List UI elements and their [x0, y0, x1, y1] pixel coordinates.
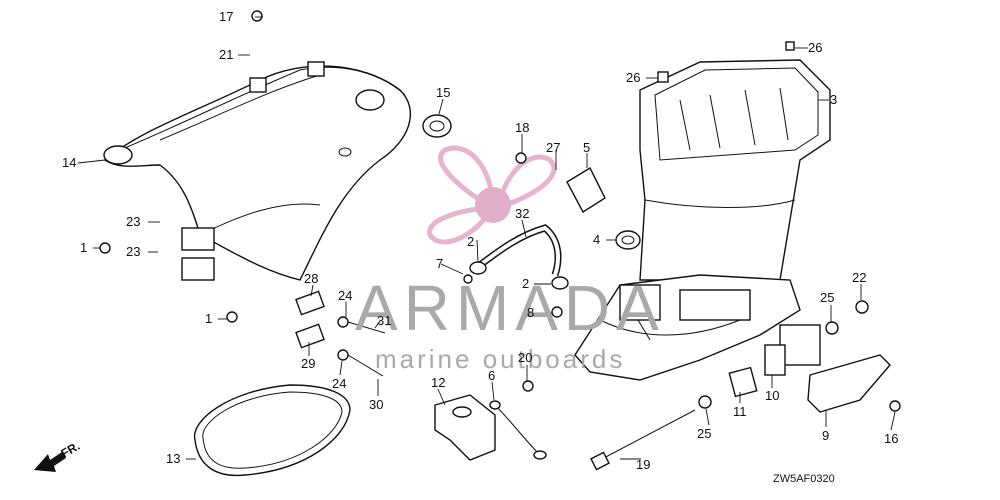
lead-wire — [489, 400, 547, 460]
callout-24: 24 — [332, 376, 346, 391]
callout-23: 23 — [126, 244, 140, 259]
seal-ring — [193, 384, 351, 477]
callout-2: 2 — [522, 276, 529, 291]
callout-7: 7 — [436, 256, 443, 271]
damper-mount — [764, 324, 821, 376]
callout-24: 24 — [338, 288, 352, 303]
callout-23: 23 — [126, 214, 140, 229]
callout-2: 2 — [467, 234, 474, 249]
callout-14: 14 — [62, 155, 76, 170]
callout-8: 8 — [527, 305, 534, 320]
extension-case — [639, 41, 831, 281]
long-bolt — [590, 409, 696, 471]
callout-25: 25 — [820, 290, 834, 305]
bolts — [337, 316, 386, 377]
callout-29: 29 — [301, 356, 315, 371]
callout-32: 32 — [515, 206, 529, 221]
callout-4: 4 — [593, 232, 600, 247]
callout-13: 13 — [166, 451, 180, 466]
callout-25: 25 — [697, 426, 711, 441]
watermark-tagline: marine outboards — [375, 344, 625, 374]
hose — [477, 224, 562, 277]
callout-15: 15 — [436, 85, 450, 100]
armada-logo-mark — [427, 145, 557, 245]
callout-22: 22 — [852, 270, 866, 285]
callout-11: 11 — [733, 404, 747, 419]
callout-26: 26 — [808, 40, 822, 55]
lower-cover-bottom — [574, 274, 801, 381]
side-cover — [807, 354, 891, 413]
front-direction-arrow: FR. — [34, 439, 82, 472]
callout-9: 9 — [822, 428, 829, 443]
collars — [295, 290, 325, 349]
callout-5: 5 — [583, 140, 590, 155]
callout-1: 1 — [205, 311, 212, 326]
plate — [566, 167, 606, 213]
watermark: ARMADA marine outboards — [355, 272, 665, 374]
callout-1: 1 — [80, 240, 87, 255]
callout-16: 16 — [884, 431, 898, 446]
callout-31: 31 — [377, 313, 391, 328]
callout-10: 10 — [765, 388, 779, 403]
callout-numbers: 1 1 2 2 3 4 5 6 7 8 9 10 11 12 13 14 15 … — [62, 9, 898, 472]
lower-cover-left — [103, 61, 411, 281]
washers — [698, 300, 869, 409]
callout-20: 20 — [518, 350, 532, 365]
watermark-brand: ARMADA — [355, 272, 665, 344]
callout-27: 27 — [546, 140, 560, 155]
callout-3: 3 — [830, 92, 837, 107]
small-grommet — [615, 230, 641, 250]
callout-28: 28 — [304, 271, 318, 286]
callout-21: 21 — [219, 47, 233, 62]
bracket — [434, 394, 496, 461]
collar — [728, 366, 758, 398]
grommet — [422, 114, 452, 138]
callout-26: 26 — [626, 70, 640, 85]
callout-18: 18 — [515, 120, 529, 135]
callout-12: 12 — [431, 375, 445, 390]
leader-lines — [77, 16, 896, 460]
callout-17: 17 — [219, 9, 233, 24]
drawing-code: ZW5AF0320 — [773, 473, 835, 485]
small-bolts — [99, 10, 901, 412]
callout-6: 6 — [488, 368, 495, 383]
callout-30: 30 — [369, 397, 383, 412]
callout-19: 19 — [636, 457, 650, 472]
